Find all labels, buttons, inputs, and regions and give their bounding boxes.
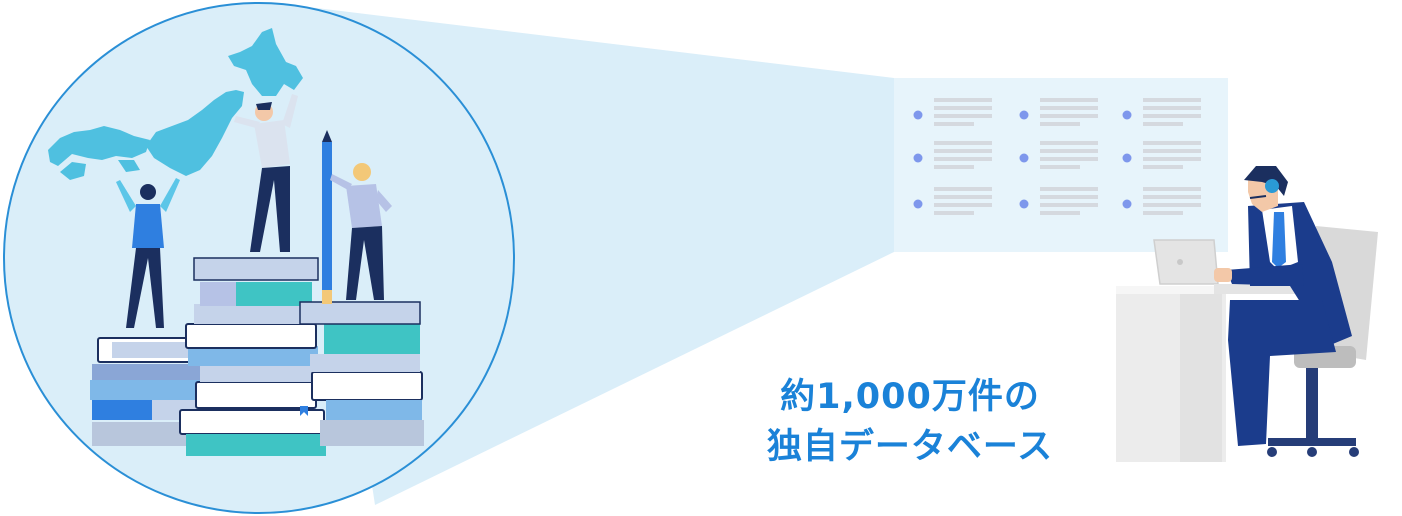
panel-text-line bbox=[934, 211, 974, 215]
panel-text-line bbox=[934, 187, 992, 191]
panel-text-line bbox=[1040, 211, 1080, 215]
panel-text-line bbox=[1040, 122, 1080, 126]
panel-text-line bbox=[934, 203, 992, 207]
panel-text-line bbox=[1143, 165, 1183, 169]
data-panel-items bbox=[913, 98, 1201, 215]
person-man-right bbox=[330, 163, 392, 300]
pencil-icon bbox=[322, 130, 332, 304]
panel-entry bbox=[1019, 187, 1098, 215]
panel-text-line bbox=[1040, 157, 1098, 161]
panel-bullet-icon bbox=[1122, 110, 1132, 120]
panel-entry bbox=[913, 141, 992, 169]
panel-text-line bbox=[1143, 203, 1201, 207]
panel-text-line bbox=[1040, 195, 1098, 199]
book-stack-icon bbox=[90, 257, 424, 456]
panel-bullet-icon bbox=[913, 199, 923, 209]
caption-line-1: 約1,000万件の bbox=[780, 377, 1040, 417]
panel-text-line bbox=[1143, 106, 1201, 110]
panel-text-line bbox=[1040, 114, 1098, 118]
panel-bullet-icon bbox=[1019, 199, 1029, 209]
panel-text-line bbox=[1143, 187, 1201, 191]
panel-text-line bbox=[1143, 114, 1201, 118]
panel-entry bbox=[1122, 98, 1201, 126]
person-man-center bbox=[234, 94, 298, 252]
panel-text-line bbox=[934, 141, 992, 145]
panel-text-line bbox=[934, 157, 992, 161]
panel-text-line bbox=[934, 195, 992, 199]
support-operator-icon bbox=[1116, 166, 1378, 462]
panel-text-line bbox=[1040, 187, 1098, 191]
panel-text-line bbox=[1040, 141, 1098, 145]
panel-bullet-icon bbox=[1122, 199, 1132, 209]
panel-bullet-icon bbox=[913, 153, 923, 163]
caption-line-2: 独自データベース bbox=[766, 427, 1054, 467]
panel-entry bbox=[1122, 141, 1201, 169]
panel-text-line bbox=[1040, 149, 1098, 153]
panel-text-line bbox=[1143, 122, 1183, 126]
database-caption: 約1,000万件の 独自データベース bbox=[740, 372, 1080, 472]
panel-bullet-icon bbox=[1122, 153, 1132, 163]
panel-text-line bbox=[934, 165, 974, 169]
panel-bullet-icon bbox=[1019, 153, 1029, 163]
panel-text-line bbox=[934, 98, 992, 102]
panel-entry bbox=[1019, 98, 1098, 126]
panel-text-line bbox=[1143, 157, 1201, 161]
panel-text-line bbox=[1143, 141, 1201, 145]
panel-text-line bbox=[934, 149, 992, 153]
panel-text-line bbox=[1040, 165, 1080, 169]
panel-text-line bbox=[1143, 211, 1183, 215]
panel-text-line bbox=[1040, 106, 1098, 110]
panel-entry bbox=[1122, 187, 1201, 215]
panel-entry bbox=[1019, 141, 1098, 169]
panel-bullet-icon bbox=[1019, 110, 1029, 120]
person-woman bbox=[116, 178, 180, 328]
panel-text-line bbox=[1143, 98, 1201, 102]
panel-text-line bbox=[1040, 98, 1098, 102]
panel-entry bbox=[913, 98, 992, 126]
panel-bullet-icon bbox=[913, 110, 923, 120]
panel-text-line bbox=[1143, 195, 1201, 199]
panel-entry bbox=[913, 187, 992, 215]
panel-text-line bbox=[934, 122, 974, 126]
japan-map-icon bbox=[48, 28, 303, 180]
panel-text-line bbox=[1040, 203, 1098, 207]
panel-text-line bbox=[1143, 149, 1201, 153]
panel-text-line bbox=[934, 106, 992, 110]
panel-text-line bbox=[934, 114, 992, 118]
